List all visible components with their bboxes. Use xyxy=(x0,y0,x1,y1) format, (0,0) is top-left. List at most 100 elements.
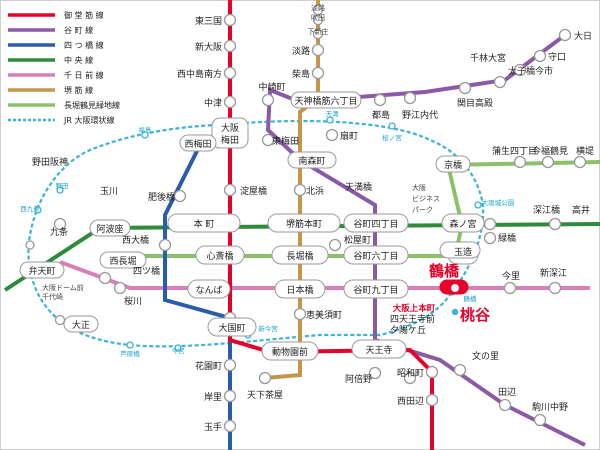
station-label-tanimachi9[interactable]: 谷町九丁目 xyxy=(353,285,398,296)
station-marker[interactable] xyxy=(312,14,324,26)
station-label-moriguchi[interactable]: 守口 xyxy=(548,51,566,63)
station-label-midoribashi[interactable]: 緑橋 xyxy=(498,232,516,244)
station-marker[interactable] xyxy=(513,63,527,77)
station-marker[interactable] xyxy=(54,314,66,326)
jr-label-osakajokoen[interactable]: 大阪城公園 xyxy=(482,198,515,207)
station-marker[interactable] xyxy=(558,28,572,42)
jr-label-tsuruhashi[interactable]: 鶴橋 xyxy=(464,294,478,303)
station-label-higashiumeda[interactable]: 東梅田 xyxy=(272,135,299,147)
station-label-nishiumeda[interactable]: 西梅田 xyxy=(184,138,211,150)
station-marker[interactable] xyxy=(223,389,237,403)
station-label-miyakojima[interactable]: 都島 xyxy=(372,109,390,121)
jr-label-nishikujo[interactable]: 西九条 xyxy=(20,204,40,213)
station-marker[interactable] xyxy=(493,75,507,89)
station-label-dainichi[interactable]: 大日 xyxy=(574,30,592,42)
tenroku-box[interactable] xyxy=(290,91,362,109)
station-marker[interactable] xyxy=(223,419,237,433)
jr-marker[interactable] xyxy=(141,131,149,139)
station-label-shimoshinjo[interactable]: 下新庄 xyxy=(308,27,329,36)
station-label-imazato[interactable]: 今里 xyxy=(502,270,520,282)
namba-box[interactable] xyxy=(187,279,231,299)
station-label-kunijima[interactable]: 柴島 xyxy=(292,68,310,80)
station-marker[interactable] xyxy=(223,13,237,27)
station-label-taishibashi[interactable]: 太子橋今市 xyxy=(508,65,553,77)
minamimorimachi-box[interactable] xyxy=(287,151,337,169)
station-label-umeda-2[interactable]: 梅田 xyxy=(221,134,239,146)
station-label-ebisucho[interactable]: 恵美須町 xyxy=(306,309,342,321)
station-label-noe[interactable]: 野江内代 xyxy=(402,109,438,121)
highlight-uehommachi[interactable]: 大阪上本町 xyxy=(393,303,436,314)
jr-label-noda[interactable]: 野田 xyxy=(56,182,69,190)
station-label-osakabusiness-1[interactable]: 大阪 xyxy=(412,183,426,192)
jr-label-imamiya[interactable]: 今宮 xyxy=(172,346,185,355)
station-label-higobashi[interactable]: 肥後橋 xyxy=(148,191,175,203)
station-label-imafuku[interactable]: 今福鶴見 xyxy=(532,145,568,157)
station-label-shinfukae[interactable]: 新深江 xyxy=(540,267,567,279)
station-label-osakabusiness-2[interactable]: ビジネス xyxy=(412,194,440,203)
jr-marker[interactable] xyxy=(34,206,42,214)
jr-label-ashiharabashi[interactable]: 芦原橋 xyxy=(120,349,140,358)
sakaisujihonmachi-box[interactable] xyxy=(267,213,341,233)
station-marker[interactable] xyxy=(498,398,512,412)
tsuruhashi-ring[interactable] xyxy=(449,282,461,294)
station-label-shitennoji-1[interactable]: 四天王寺前 xyxy=(390,313,435,325)
station-marker[interactable] xyxy=(311,43,325,57)
station-label-tenroku[interactable]: 天神橋筋六丁目 xyxy=(294,95,357,107)
station-label-nagahoribashi[interactable]: 長堀橋 xyxy=(286,250,313,262)
jr-label-temma[interactable]: 天満 xyxy=(326,110,340,118)
station-marker[interactable] xyxy=(223,183,237,197)
station-label-awaji[interactable]: 淡路 xyxy=(292,45,310,57)
daikokucho-box[interactable] xyxy=(207,317,257,337)
station-marker[interactable] xyxy=(223,358,237,372)
bentencho-box[interactable] xyxy=(19,261,65,279)
station-marker[interactable] xyxy=(312,4,324,16)
station-label-temmabashi[interactable]: 天満橋 xyxy=(345,181,372,193)
station-label-tamagawa[interactable]: 玉川 xyxy=(100,186,118,197)
station-label-sakuragawa[interactable]: 桜川 xyxy=(124,295,142,307)
station-label-awajicho[interactable]: 淡路 xyxy=(311,3,325,12)
station-label-domemae-1[interactable]: 大阪ドーム前 xyxy=(42,283,84,292)
station-marker[interactable] xyxy=(311,66,325,80)
station-label-kishinosato[interactable]: 岸里 xyxy=(204,392,222,403)
station-label-ogimachi[interactable]: 扇町 xyxy=(340,130,358,142)
station-marker[interactable] xyxy=(368,366,382,380)
station-label-nishinakajima[interactable]: 西中島南方 xyxy=(177,68,222,80)
station-label-sakaisujihonmachi[interactable]: 堺筋本町 xyxy=(286,218,322,230)
dobutsuen-box[interactable] xyxy=(261,341,319,361)
station-marker[interactable] xyxy=(533,49,547,63)
station-label-tennoji[interactable]: 天王寺 xyxy=(365,345,392,356)
station-marker[interactable] xyxy=(483,231,497,245)
station-label-umeda-1[interactable]: 大阪 xyxy=(221,122,239,134)
station-marker[interactable] xyxy=(98,271,112,285)
station-marker[interactable] xyxy=(425,365,439,379)
station-marker[interactable] xyxy=(503,281,517,295)
station-label-dobutsuen[interactable]: 動物園前 xyxy=(272,346,308,358)
station-marker[interactable] xyxy=(113,281,127,295)
station-marker[interactable] xyxy=(328,238,342,252)
station-label-morinomiya[interactable]: 森ノ宮 xyxy=(449,218,476,230)
station-marker[interactable] xyxy=(403,91,417,105)
station-marker[interactable] xyxy=(173,189,187,203)
station-label-yodoyabashi[interactable]: 淀屋橋 xyxy=(240,185,267,197)
jr-label-shinimamiya[interactable]: 新今宮 xyxy=(258,324,278,333)
station-marker[interactable] xyxy=(312,28,324,40)
station-label-tanabe[interactable]: 田辺 xyxy=(498,387,516,398)
tanimachi6-box[interactable] xyxy=(343,245,409,265)
station-label-honmachi[interactable]: 本 町 xyxy=(194,218,215,230)
station-label-bentencho[interactable]: 弁天町 xyxy=(28,265,55,277)
station-marker[interactable] xyxy=(548,217,562,231)
station-marker[interactable] xyxy=(403,371,417,385)
station-label-higashimikuni[interactable]: 東三国 xyxy=(195,15,222,27)
highlight-momodani[interactable]: 桃谷 xyxy=(460,306,491,324)
station-label-tanimachi6[interactable]: 谷町六丁目 xyxy=(353,250,398,262)
station-marker[interactable] xyxy=(261,93,275,107)
station-label-komagawa[interactable]: 駒川中野 xyxy=(532,401,568,413)
station-label-domemae-2[interactable]: 千代崎 xyxy=(42,292,63,301)
station-label-yotsubashi[interactable]: 四ツ橋 xyxy=(133,265,160,277)
station-marker[interactable] xyxy=(261,133,275,147)
honmachi-box[interactable] xyxy=(167,213,241,233)
tanimachi9-box[interactable] xyxy=(343,279,409,299)
shinsaibashi-box[interactable] xyxy=(195,245,245,265)
station-label-hanazono[interactable]: 花園町 xyxy=(195,360,222,372)
station-label-tamade[interactable]: 玉手 xyxy=(204,421,222,433)
